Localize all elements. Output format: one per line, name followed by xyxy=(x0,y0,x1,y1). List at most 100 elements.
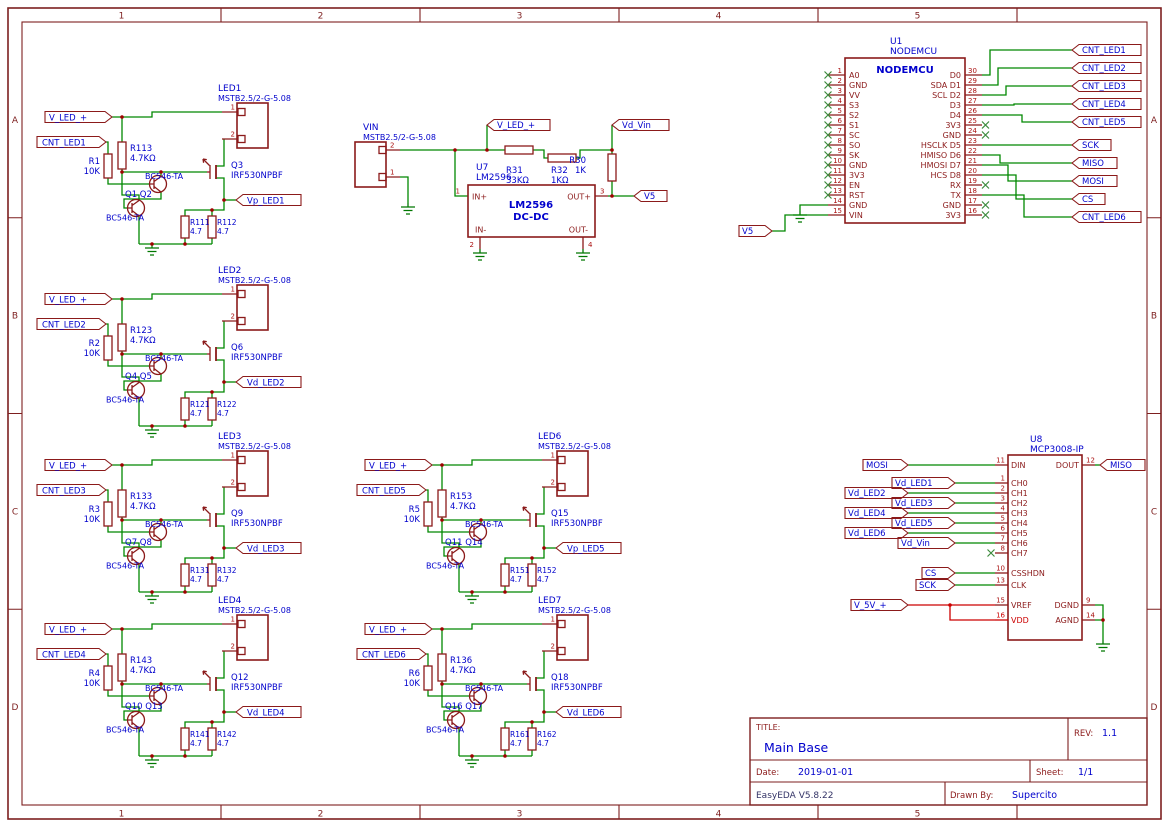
net-flag-SCK[interactable]: SCK xyxy=(915,578,956,592)
pin-number: 10 xyxy=(996,565,1005,573)
led-driver-block-5[interactable]: LED6 CNT_LED5 R153 R5 Q11 Q14 Q15 Vp_LED… xyxy=(356,432,622,604)
led-driver-block-3[interactable]: LED3 CNT_LED3 R133 R3 Q7 Q8 Q9 Vd_LED3 R… xyxy=(36,432,302,604)
net-flag-SCK[interactable]: SCK xyxy=(1071,138,1112,152)
net-flag-Vd_Vin[interactable]: Vd_Vin xyxy=(611,118,670,132)
led-driver-block-6[interactable]: LED7 CNT_LED6 R136 R6 Q16 Q17 Q18 Vd_LED… xyxy=(356,596,622,768)
net-flag-CNT_LED4[interactable]: CNT_LED4 xyxy=(1071,97,1142,111)
frame-column-label: 3 xyxy=(517,12,523,22)
wire xyxy=(982,67,1072,86)
tool-version: EasyEDA V5.8.22 xyxy=(756,791,833,801)
resistor-ref: R2 xyxy=(89,339,100,349)
net-flag-MISO[interactable]: MISO xyxy=(1071,156,1118,170)
net-flag-V_LED_+[interactable]: V_LED_+ xyxy=(486,118,551,132)
no-connect-x xyxy=(824,161,832,169)
resistor-body[interactable] xyxy=(607,153,617,182)
net-flag-Vd_LED5[interactable]: Vd_LED5 xyxy=(891,516,956,530)
net-flag-V5[interactable]: V5 xyxy=(738,224,773,238)
net-flag-Vd_LED1[interactable]: Vd_LED1 xyxy=(891,476,956,490)
net-flag-MOSI[interactable]: MOSI xyxy=(1071,174,1118,188)
resistor-value: 1K xyxy=(575,166,586,176)
mcp3008-body[interactable] xyxy=(1007,454,1083,641)
net-flag-CNT_LED3[interactable]: CNT_LED3 xyxy=(1071,79,1142,93)
net-flag-V_5V_+[interactable]: V_5V_+ xyxy=(850,598,909,612)
net-flag-CNT_LED6[interactable]: CNT_LED6 xyxy=(1071,210,1142,224)
net-flag-MISO[interactable]: MISO xyxy=(1099,458,1146,472)
net-flag-outline xyxy=(915,578,956,592)
ic-title: LM2596 xyxy=(509,200,553,211)
net-flag-Vd_LED3[interactable]: Vd_LED3 xyxy=(891,496,956,510)
resistor-body[interactable] xyxy=(504,145,534,155)
nodemcu-body[interactable] xyxy=(844,57,966,224)
net-flag-CS[interactable]: CS xyxy=(921,566,956,580)
net-flag-CNT_LED2[interactable]: CNT_LED2 xyxy=(1071,61,1142,75)
net-flag-label: V_LED_+ xyxy=(497,121,535,131)
led-driver-block-4[interactable]: LED4 CNT_LED4 R143 R4 Q10 Q13 Q12 Vd_LED… xyxy=(36,596,302,768)
net-flag-CS[interactable]: CS xyxy=(1071,192,1106,206)
net-flag-CNT_LED1[interactable]: CNT_LED1 xyxy=(1071,43,1142,57)
led-driver-block-2[interactable]: LED2 CNT_LED2 R123 R2 Q4 Q5 Q6 Vd_LED2 R… xyxy=(36,266,302,438)
resistor-body[interactable] xyxy=(547,153,577,163)
net-flag-CNT_LED5[interactable]: CNT_LED5 xyxy=(1071,115,1142,129)
net-flag-label: Vd_LED4 xyxy=(848,509,886,519)
frame-column-label: 5 xyxy=(915,12,921,22)
lm2596-body[interactable] xyxy=(467,184,596,238)
ground-symbol xyxy=(576,249,590,261)
net-flag-Vd_Vin[interactable]: Vd_Vin xyxy=(897,536,956,550)
net-flag-outline xyxy=(1071,192,1106,206)
net-flag-V5[interactable]: V5 xyxy=(633,189,668,203)
power-supply-section[interactable]: VIN MSTB2.5/2-G-5.08 2 1 R31 33KΩ R32 1K… xyxy=(354,118,670,261)
connector-body[interactable] xyxy=(354,141,387,188)
pin-name: D0 xyxy=(950,71,961,80)
net-flag-MOSI[interactable]: MOSI xyxy=(862,458,909,472)
net-flag-label: Vp_LED5 xyxy=(567,545,605,555)
led-driver-block-1[interactable]: LED1 CNT_LED1 R113 R1 Q1 Q2 Q3 Vp_LED1 R… xyxy=(36,84,302,256)
